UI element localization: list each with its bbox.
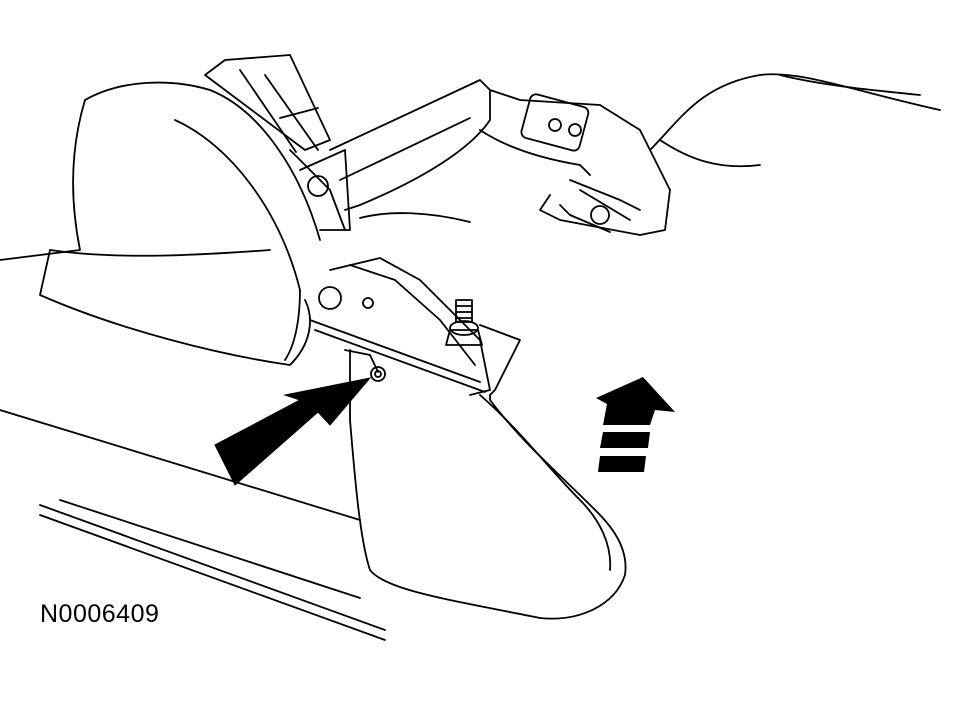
clip-location-arrow <box>215 378 370 485</box>
removal-direction-arrow <box>596 377 675 472</box>
seat-track-rear-bracket <box>480 90 670 235</box>
seat-cushion <box>0 83 320 365</box>
bolt-stud <box>446 300 482 345</box>
retaining-clip <box>371 367 385 381</box>
seat-side-trim-shield <box>345 325 626 619</box>
rear-seat-outline <box>650 74 940 166</box>
floor-sill-lines <box>0 410 385 640</box>
seat-hinge-bracket <box>310 258 490 395</box>
seat-back-panel <box>330 80 490 222</box>
figure-id-label: N0006409 <box>40 600 160 628</box>
seat-belt-strap <box>205 55 350 230</box>
